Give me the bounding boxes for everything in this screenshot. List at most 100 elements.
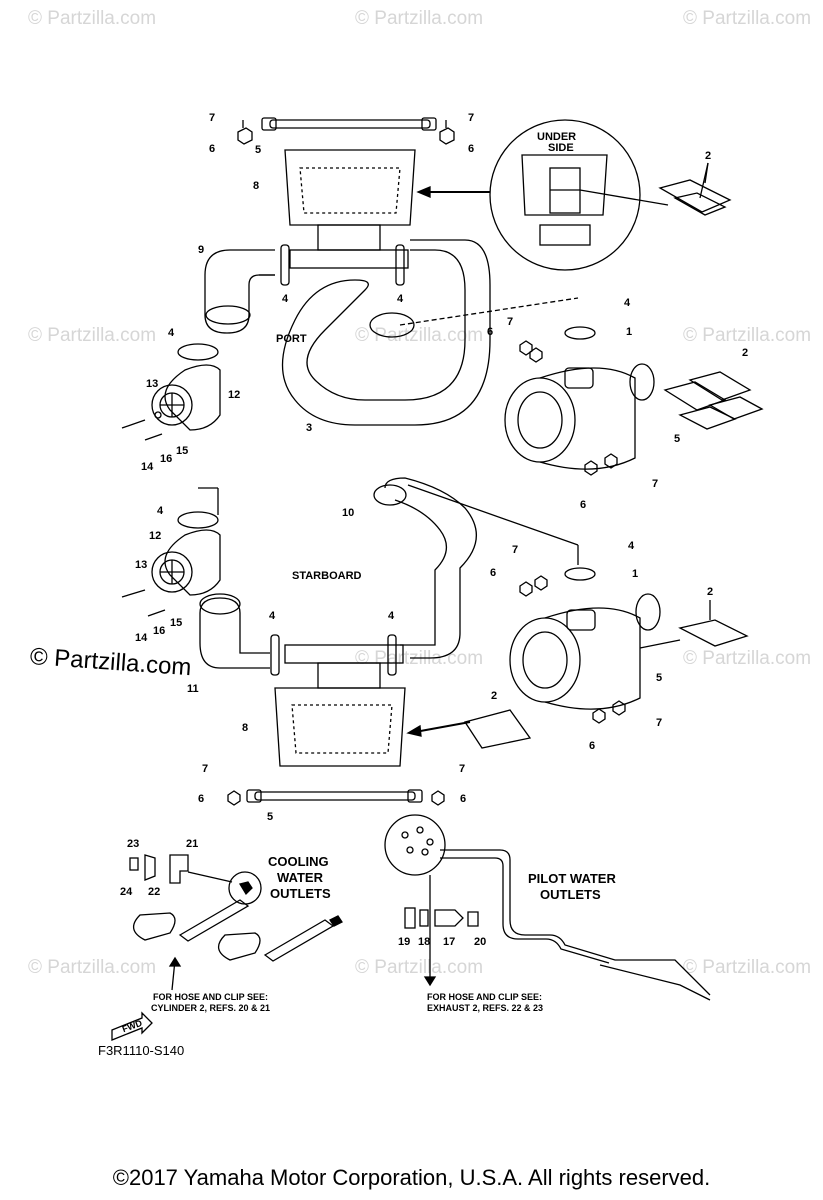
pad-part-2-stb [678,619,749,647]
callout: 6 [460,793,467,805]
pad-part-2 [658,162,732,216]
port-label: PORT [276,333,307,345]
callout: 18 [418,936,431,948]
watermark: © Partzilla.com [683,325,812,346]
callout: 19 [398,936,411,948]
under-side-label: UNDER [537,131,577,143]
watermark: © Partzilla.com [28,957,157,978]
fwd-arrow-icon [111,1011,153,1041]
air-filter-part-1-starboard [509,567,661,710]
callout: 22 [148,886,161,898]
callout: 4 [282,293,289,305]
watermark: © Partzilla.com [28,325,157,346]
hose-part-3 [281,239,491,426]
callout: 10 [342,507,355,519]
cooling-label: COOLING [268,854,329,869]
callout: 7 [512,544,519,556]
callout: 4 [168,327,175,339]
clamp-part-4 [280,244,405,286]
callout: 4 [397,293,404,305]
callout: 1 [626,326,633,338]
bolt-part-14 [121,411,163,441]
watermark: © Partzilla.com [683,957,812,978]
hose-part-9 [204,249,275,334]
underside-inset [489,119,669,271]
callout: 13 [146,378,159,390]
callout: 7 [468,112,475,124]
callout: 2 [707,586,714,598]
box-part-8-port [284,149,416,269]
callout: 7 [202,763,209,775]
callout: 8 [242,722,249,734]
callout: 12 [228,389,241,401]
callout: 14 [141,461,154,473]
hose-note: FOR HOSE AND CLIP SEE: [153,992,269,1002]
callout: 4 [269,610,276,622]
callout: 13 [135,559,148,571]
callout: 4 [628,540,635,552]
callout: 7 [459,763,466,775]
blower-starboard [121,511,221,617]
diagram-code: F3R1110-S140 [98,1043,185,1058]
hose-note: CYLINDER 2, REFS. 20 & 21 [151,1003,271,1013]
callout: 5 [656,672,663,684]
arrow [416,186,490,198]
watermark: © Partzilla.com [683,8,812,29]
cooling-label: WATER [277,870,323,885]
callout: 6 [589,740,596,752]
hose-part-11 [199,593,270,669]
callout: 2 [705,150,712,162]
box-part-8-starboard [274,644,406,767]
callout: 24 [120,886,133,898]
hose-note: EXHAUST 2, REFS. 22 & 23 [427,1003,544,1013]
callout: 15 [170,617,183,629]
pilot-label: OUTLETS [540,887,601,902]
pad-part-2-right [663,371,764,430]
callout: 6 [580,499,587,511]
callout: 5 [267,811,274,823]
air-filter-part-1-port [504,363,655,470]
callout: 15 [176,445,189,457]
bar-part-5-starboard [227,789,445,806]
callout: 6 [209,143,216,155]
callout: 16 [153,625,166,637]
callout: 23 [127,838,140,850]
callout: 12 [149,530,162,542]
copyright: ©2017 Yamaha Motor Corporation, U.S.A. A… [112,1165,711,1190]
watermark: © Partzilla.com [355,325,484,346]
screw-part-7 [584,453,618,476]
cooling-label: OUTLETS [270,886,331,901]
arrow [406,721,471,737]
callout: 6 [487,326,494,338]
watermark: © Partzilla.com [355,8,484,29]
callout: 6 [468,143,475,155]
pilot-outlet-parts [384,814,711,1001]
hose-note: FOR HOSE AND CLIP SEE: [427,992,543,1002]
callout: 3 [306,422,313,434]
callout: 17 [443,936,456,948]
callout: 1 [632,568,639,580]
cooling-outlet-parts [129,854,343,991]
hose-part-10 [373,477,478,659]
callout: 11 [187,683,199,695]
callout: 7 [656,717,663,729]
callout: 2 [742,347,749,359]
clip-part-6 [237,120,455,145]
callout: 8 [253,180,260,192]
callout: 7 [507,316,514,328]
callout: 4 [388,610,395,622]
starboard-label: STARBOARD [292,570,362,582]
callout: 7 [652,478,659,490]
callout: 2 [491,690,498,702]
callout: 20 [474,936,487,948]
callout: 5 [255,144,262,156]
watermark: © Partzilla.com [355,957,484,978]
callout: 6 [490,567,497,579]
pad-part-2-lower [463,709,532,749]
bar-part-5-port [261,117,437,131]
callout: 4 [624,297,631,309]
callout: 21 [186,838,199,850]
callout: 5 [674,433,681,445]
pilot-label: PILOT WATER [528,871,616,886]
